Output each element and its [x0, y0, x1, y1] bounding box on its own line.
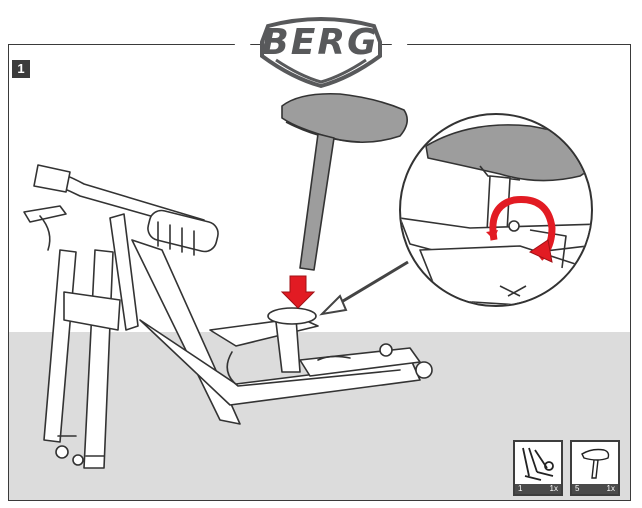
part-seat-box: 5 1x: [570, 440, 620, 496]
part-number: 5: [575, 484, 580, 493]
seat-icon: [581, 448, 610, 479]
part-tools-footer: 1 1x: [515, 484, 561, 494]
tools-icon: [522, 447, 554, 481]
berg-logo: [233, 9, 409, 88]
part-tools-box: 1 1x: [513, 440, 563, 496]
step-number-badge: 1: [12, 60, 30, 78]
part-quantity: 1x: [549, 484, 558, 493]
brand-logo-text: BERG: [261, 22, 379, 63]
part-number: 1: [518, 484, 523, 493]
part-quantity: 1x: [606, 484, 615, 493]
part-seat-footer: 5 1x: [572, 484, 618, 494]
